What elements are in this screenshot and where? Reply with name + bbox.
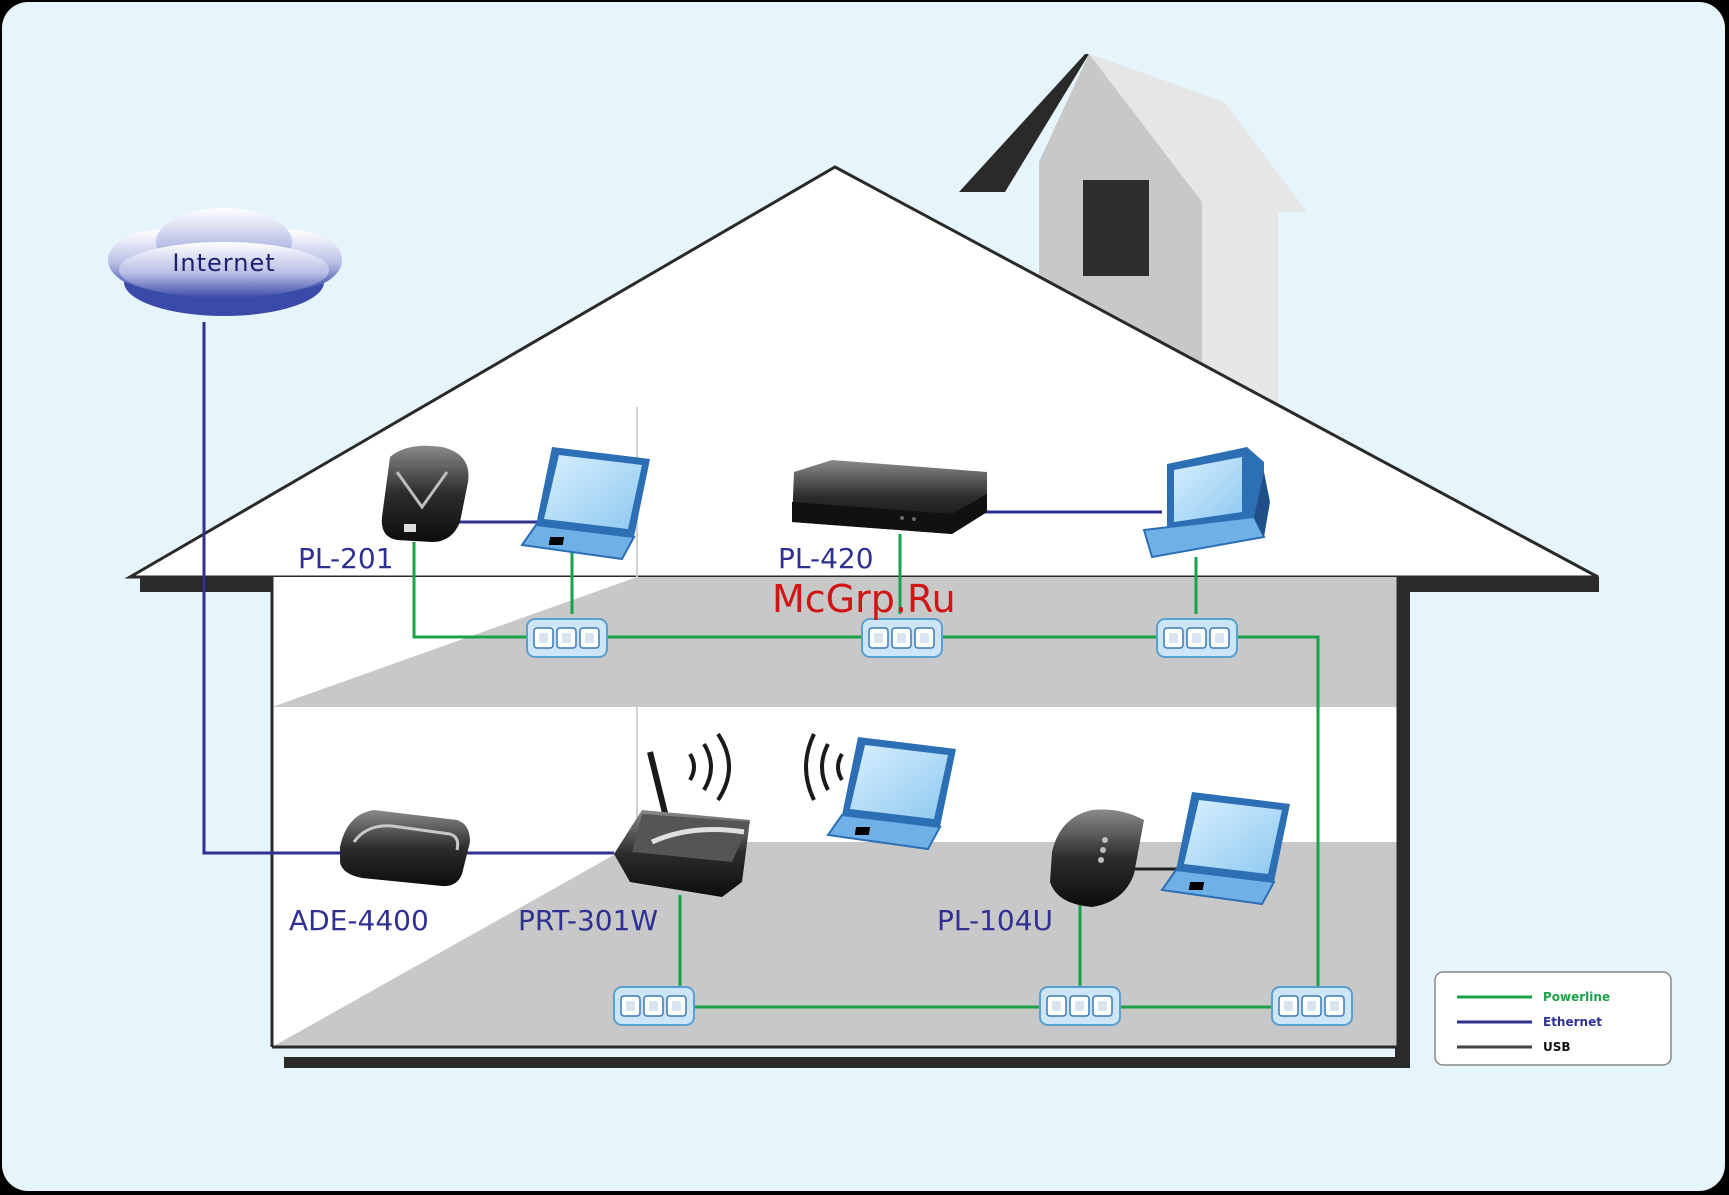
ade4400-modem-icon (340, 810, 470, 886)
pl201-adapter-icon (382, 446, 469, 542)
legend-label: USB (1543, 1040, 1571, 1054)
pl420-switch-icon (792, 460, 987, 534)
pl201-label: PL-201 (298, 542, 394, 575)
outlet-lower-1 (614, 987, 694, 1025)
internet-cloud: Internet (108, 208, 342, 316)
outlet-upper-3 (1157, 619, 1237, 657)
outlet-lower-3 (1272, 987, 1352, 1025)
outlet-upper-2 (862, 619, 942, 657)
outlet-upper-1 (527, 619, 607, 657)
prt301w-label: PRT-301W (518, 904, 658, 937)
legend-label: Powerline (1543, 990, 1610, 1004)
legend-label: Ethernet (1543, 1015, 1602, 1029)
pl420-label: PL-420 (778, 542, 874, 575)
pl104u-label: PL-104U (937, 904, 1053, 937)
ade4400-label: ADE-4400 (289, 904, 429, 937)
watermark: McGrp.Ru (772, 577, 956, 621)
outlet-lower-2 (1040, 987, 1120, 1025)
internet-label: Internet (172, 249, 275, 277)
